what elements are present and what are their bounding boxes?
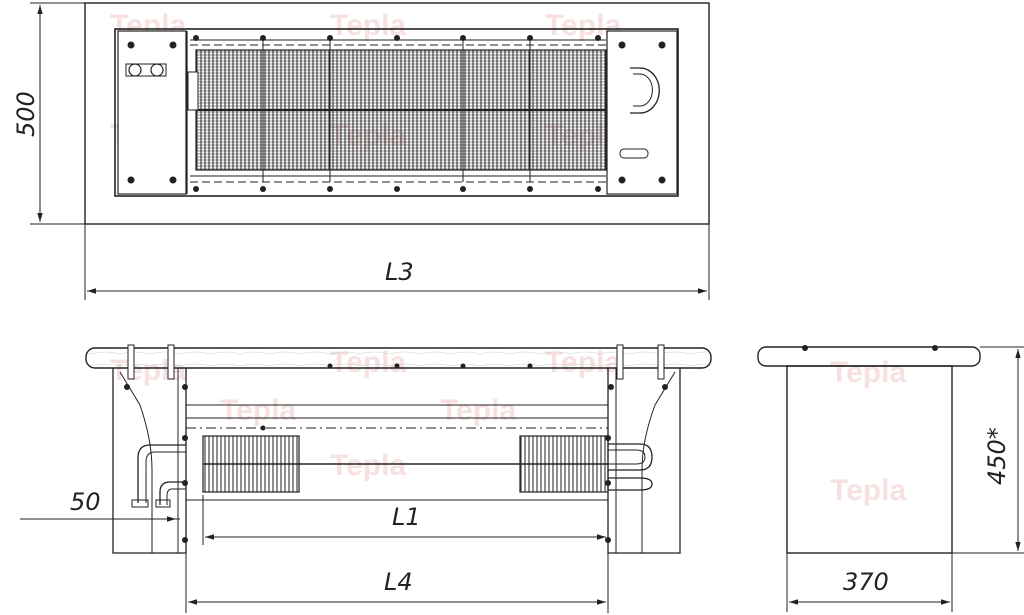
dimension-length-l1: L1 [392, 503, 421, 531]
dimension-side-height: 450* [983, 427, 1011, 485]
top-view-dimensions [30, 2, 710, 300]
top-view [84, 2, 710, 225]
watermark-text: Tepla [330, 449, 406, 482]
watermark-text: Tepla [830, 474, 906, 507]
dimension-length-l4: L4 [384, 568, 413, 596]
dimension-height: 500 [12, 91, 40, 137]
return-pipes [608, 443, 653, 471]
watermark-text: Tepla [330, 9, 406, 42]
side-view-dimensions [786, 346, 1024, 612]
bolts [127, 35, 666, 192]
inlet-pipes [137, 444, 186, 503]
top-frame-inner [114, 28, 679, 197]
watermark-text: Tepla [440, 394, 516, 427]
side-housing [786, 365, 953, 554]
watermark-text: Tepla [220, 394, 296, 427]
side-view [757, 345, 981, 554]
front-view-dimensions [20, 495, 609, 613]
front-view [85, 344, 712, 554]
dimension-side-width: 370 [843, 568, 889, 596]
dimension-offset: 50 [70, 488, 101, 516]
dimension-length-l3: L3 [385, 258, 414, 286]
left-end-box [117, 30, 187, 195]
top-frame-outer [84, 2, 710, 225]
watermark-text: Tepla [830, 356, 906, 389]
left-housing [112, 368, 187, 554]
